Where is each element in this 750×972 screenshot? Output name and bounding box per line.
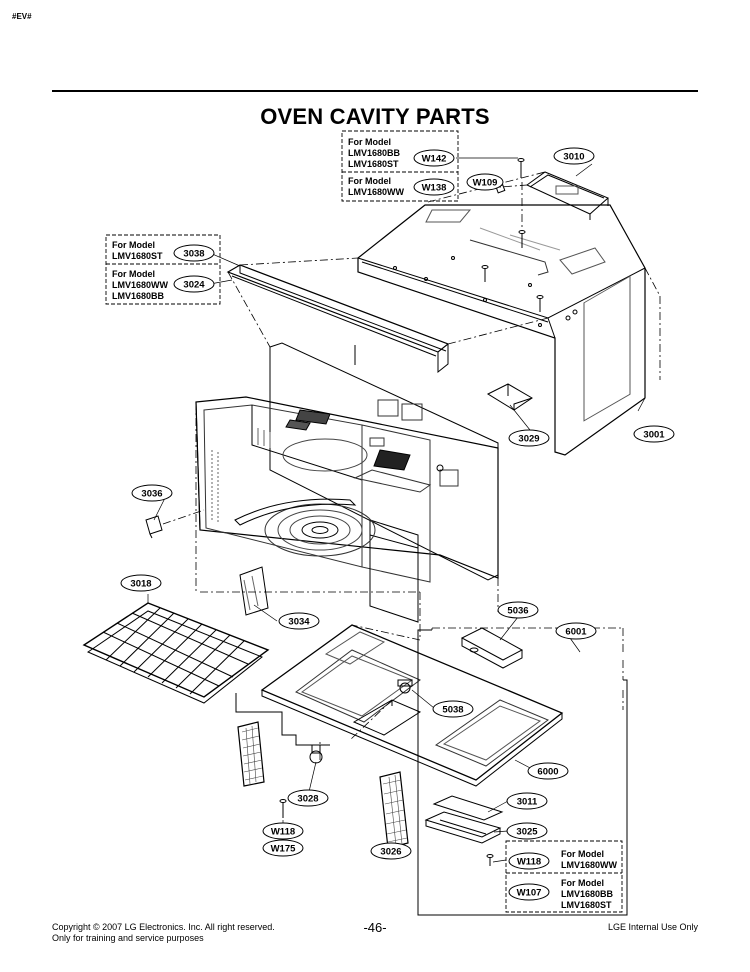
model-heading: For Model bbox=[112, 269, 155, 279]
model-box-bottom: For Model LMV1680WW W118 For Model LMV16… bbox=[517, 849, 618, 910]
part-callout-w175: W175 bbox=[271, 844, 297, 855]
part-callout-3010: 3010 bbox=[563, 152, 584, 163]
part-callout-3028: 3028 bbox=[297, 794, 318, 805]
copyright-text: Copyright © 2007 LG Electronics. Inc. Al… bbox=[52, 922, 275, 932]
callout-ovals bbox=[120, 147, 675, 901]
clip-3036 bbox=[145, 515, 163, 539]
part-callout-3024: 3024 bbox=[183, 280, 205, 291]
page-title: OVEN CAVITY PARTS bbox=[260, 104, 490, 129]
header-rule bbox=[52, 90, 698, 92]
page-number: -46- bbox=[363, 920, 387, 935]
top-bracket-3010 bbox=[526, 171, 609, 220]
filter-left bbox=[237, 721, 265, 787]
leader-lines bbox=[147, 157, 646, 863]
model-box-left: For Model LMV1680ST 3038 For Model LMV16… bbox=[112, 240, 205, 301]
model-name: LMV1680ST bbox=[112, 251, 163, 261]
oven-rack-3018 bbox=[82, 602, 270, 704]
lamp-cover-3011 bbox=[432, 795, 504, 821]
part-callout-3029: 3029 bbox=[518, 434, 539, 445]
model-box-frames bbox=[105, 130, 623, 913]
footer-copyright: Copyright © 2007 LG Electronics. Inc. Al… bbox=[52, 922, 275, 944]
model-box-top: For Model LMV1680BB LMV1680ST W142 For M… bbox=[348, 137, 446, 197]
part-callout-w107: W107 bbox=[517, 888, 542, 899]
model-name: LMV1680WW bbox=[348, 187, 405, 197]
model-name: LMV1680BB bbox=[561, 889, 614, 899]
model-name: LMV1680ST bbox=[348, 159, 399, 169]
part-callout-3026: 3026 bbox=[380, 847, 401, 858]
training-text: Only for training and service purposes bbox=[52, 933, 204, 943]
model-name: LMV1680BB bbox=[348, 148, 401, 158]
part-callout-3034: 3034 bbox=[288, 617, 310, 628]
control-panel-strip bbox=[226, 264, 450, 374]
part-callout-3038: 3038 bbox=[183, 249, 204, 260]
model-name: LMV1680WW bbox=[112, 280, 169, 290]
base-plate-6000 bbox=[260, 624, 564, 787]
part-callout-3036: 3036 bbox=[141, 489, 162, 500]
part-callout-5036: 5036 bbox=[507, 606, 528, 617]
part-callout-w118: W118 bbox=[517, 857, 541, 868]
part-callout-3011: 3011 bbox=[517, 797, 538, 808]
model-heading: For Model bbox=[112, 240, 155, 250]
part-callout-w138: W138 bbox=[422, 183, 447, 194]
filter-3026 bbox=[379, 771, 409, 849]
tray-boundary bbox=[235, 629, 628, 916]
waveguide-cover-5036 bbox=[460, 627, 524, 669]
part-callout-w118-screw: W118 bbox=[271, 827, 295, 838]
part-callout-3001: 3001 bbox=[643, 430, 665, 441]
model-name: LMV1680BB bbox=[112, 291, 165, 301]
part-callout-3025: 3025 bbox=[516, 827, 538, 838]
part-callout-5038: 5038 bbox=[442, 705, 463, 716]
part-callout-6001: 6001 bbox=[565, 627, 587, 638]
part-callout-w142: W142 bbox=[422, 154, 447, 165]
model-heading: For Model bbox=[561, 849, 604, 859]
document-tag: #EV# bbox=[12, 12, 32, 21]
model-heading: For Model bbox=[348, 176, 391, 186]
part-callout-w109: W109 bbox=[473, 178, 498, 189]
cover-3034 bbox=[239, 566, 269, 616]
part-callout-3018: 3018 bbox=[130, 579, 151, 590]
part-callout-6000: 6000 bbox=[537, 767, 558, 778]
screws bbox=[279, 158, 544, 866]
lamp-housing-3025 bbox=[424, 811, 502, 844]
inner-cavity bbox=[195, 342, 499, 623]
callout-labels: 3010 W109 3001 3029 3036 3018 3034 5036 … bbox=[130, 152, 665, 858]
model-name: LMV1680WW bbox=[561, 860, 618, 870]
bracket-3029 bbox=[486, 383, 533, 411]
internal-use-label: LGE Internal Use Only bbox=[607, 922, 698, 932]
model-heading: For Model bbox=[348, 137, 391, 147]
model-name: LMV1680ST bbox=[561, 900, 612, 910]
model-heading: For Model bbox=[561, 878, 604, 888]
